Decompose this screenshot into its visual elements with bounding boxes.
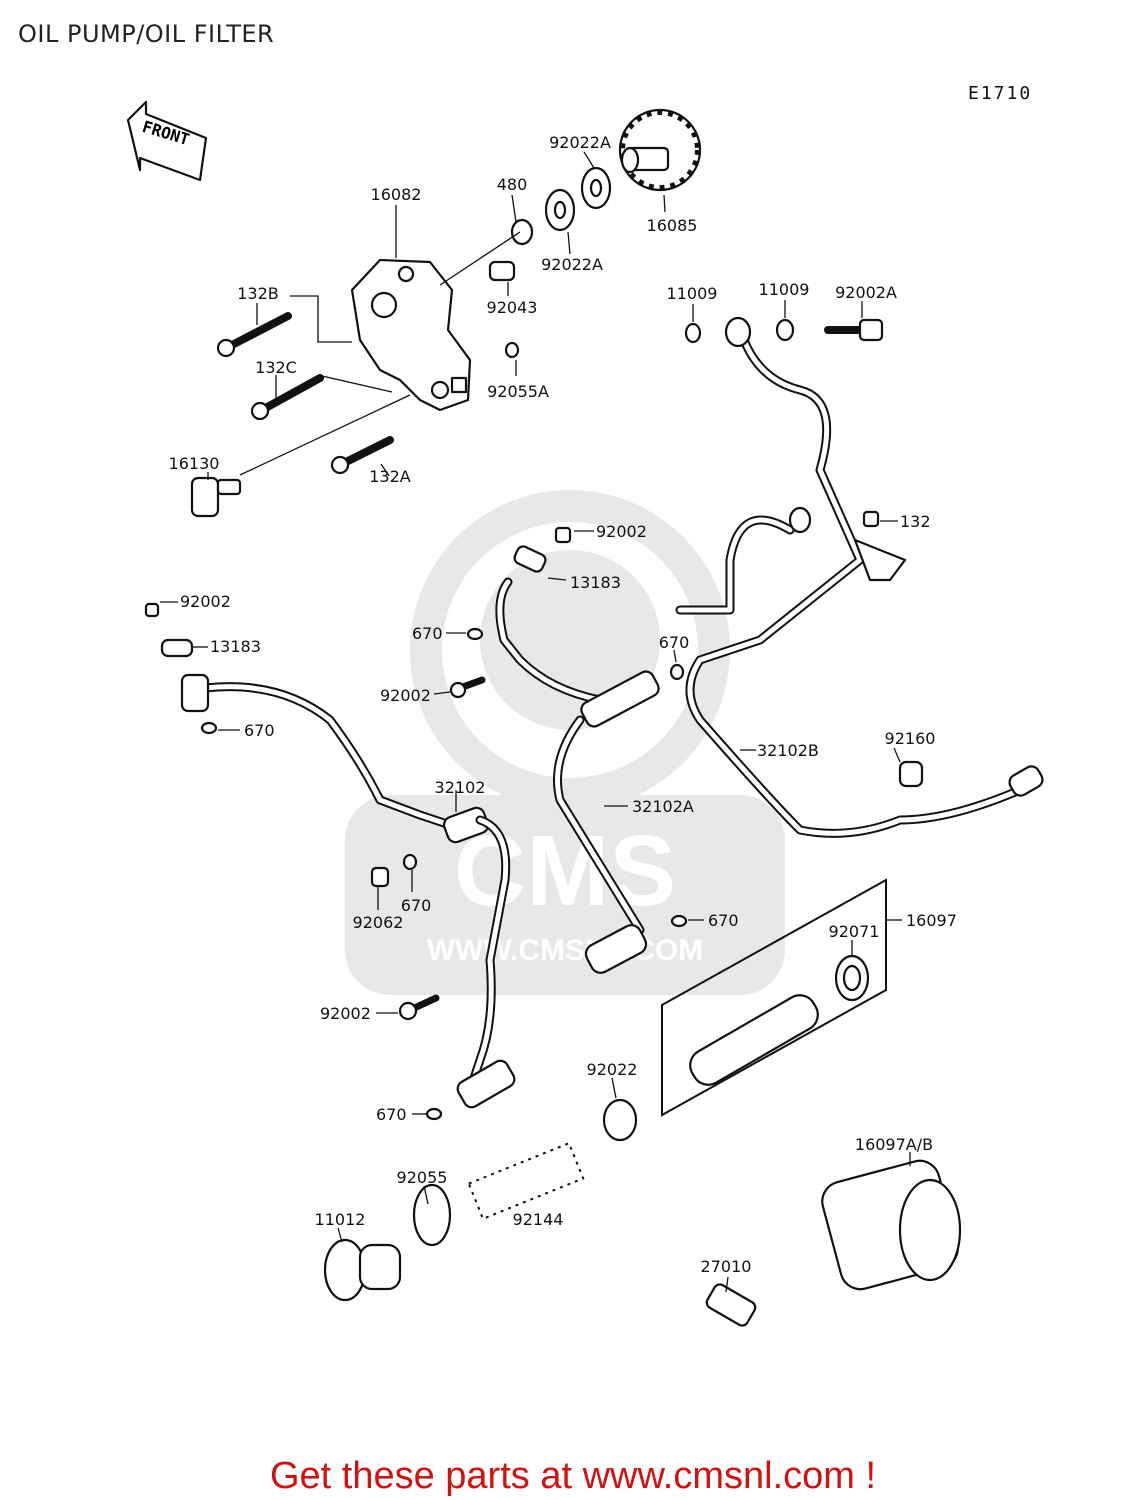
parts-diagram: CMS WWW.CMSNL.COM FRONT — [126, 100, 1044, 1327]
bolt-icon — [216, 312, 292, 358]
callout-label: 92160 — [885, 729, 936, 748]
o-ring-icon — [402, 853, 418, 871]
bolt-icon — [330, 436, 394, 475]
callout-label: 92022 — [587, 1060, 638, 1079]
relief-valve-icon — [190, 476, 242, 518]
callout-label: 92002 — [180, 592, 231, 611]
oil-pump-gear-icon — [618, 108, 702, 192]
callout-label: 13183 — [570, 573, 621, 592]
callout-label: 480 — [497, 175, 528, 194]
callout-label: 92062 — [353, 913, 404, 932]
callout-label: 670 — [244, 721, 275, 740]
banjo-bolt-icon — [824, 318, 884, 342]
washer-icon — [602, 1098, 638, 1142]
callout-label: 11009 — [759, 280, 810, 299]
callout-label: 27010 — [701, 1257, 752, 1276]
bolt-icon — [554, 526, 572, 544]
leader-lines — [160, 151, 911, 1293]
callout-label: 11012 — [315, 1210, 366, 1229]
callout-label: 92002 — [596, 522, 647, 541]
callout-label: 670 — [659, 633, 690, 652]
bolt-icon — [398, 994, 440, 1021]
callout-label: 132B — [237, 284, 279, 303]
footer-link[interactable]: Get these parts at www.cmsnl.com ! — [269, 1455, 877, 1497]
callout-label: 92055A — [487, 382, 549, 401]
assembly-lines — [239, 231, 521, 476]
o-ring-icon — [670, 914, 688, 928]
callout-label: 670 — [376, 1105, 407, 1124]
o-ring-icon — [412, 1183, 452, 1247]
callout-label: 132 — [900, 512, 931, 531]
callout-label: 92055 — [397, 1168, 448, 1187]
watermark-brand: CMS — [454, 815, 676, 927]
washer-icon — [775, 318, 795, 342]
washer-hole — [589, 178, 603, 198]
callout-label: 92043 — [487, 298, 538, 317]
oil-pump-body-icon — [350, 258, 472, 412]
clamp-icon — [160, 638, 194, 658]
callout-label: 92144 — [513, 1210, 564, 1229]
bolt-icon — [862, 510, 880, 528]
diagram-code: E1710 — [968, 83, 1033, 104]
callout-label: 670 — [412, 624, 443, 643]
callout-label: 16097 — [906, 911, 957, 930]
diagram-title: OIL PUMP/OIL FILTER — [18, 20, 275, 48]
snap-ring-icon — [510, 218, 534, 246]
callout-label: 92071 — [829, 922, 880, 941]
watermark-banner — [345, 795, 785, 995]
o-ring-icon — [200, 721, 218, 735]
callout-label: 670 — [708, 911, 739, 930]
o-ring-icon — [504, 341, 520, 359]
callout-label: 16082 — [371, 185, 422, 204]
oil-pipe-32102b — [675, 316, 1044, 838]
callout-label: 92002 — [380, 686, 431, 705]
drain-plug-icon — [323, 1238, 402, 1302]
oil-filter-icon — [821, 1159, 962, 1291]
callout-label: 132C — [255, 358, 297, 377]
oil-pipe-32102 — [180, 673, 516, 1109]
grommet-icon — [898, 760, 924, 788]
callout-label: 92022A — [541, 255, 603, 274]
oil-pressure-switch-icon — [705, 1283, 757, 1327]
callout-label: 16085 — [647, 216, 698, 235]
oil-filter-kit-icon — [661, 878, 887, 1117]
callout-label: 11009 — [667, 284, 718, 303]
oil-pipe-32102a — [495, 545, 660, 974]
washer-hole — [553, 200, 567, 220]
callout-label: 92002 — [320, 1004, 371, 1023]
callout-label: 32102A — [632, 797, 694, 816]
callouts: 92022A 480 16085 16082 92022A 132B 92043… — [169, 133, 957, 1276]
callout-label: 92022A — [549, 133, 611, 152]
o-ring-icon — [425, 1107, 443, 1121]
bolt-icon — [144, 602, 160, 618]
o-ring-icon — [669, 663, 685, 681]
callout-label: 13183 — [210, 637, 261, 656]
callout-label: 92002A — [835, 283, 897, 302]
spring-icon — [467, 1141, 585, 1221]
cap-icon — [370, 866, 390, 888]
callout-label: 32102B — [757, 741, 819, 760]
watermark-url: WWW.CMSNL.COM — [427, 934, 704, 967]
callout-label: 670 — [401, 896, 432, 915]
washer-icon — [684, 322, 702, 344]
callout-label: 16097A/B — [855, 1135, 933, 1154]
bolt-icon — [449, 676, 486, 699]
callout-label: 32102 — [435, 778, 486, 797]
watermark-logo-face — [480, 550, 660, 730]
watermark: CMS WWW.CMSNL.COM — [345, 490, 785, 995]
callout-label: 132A — [369, 467, 411, 486]
pin-icon — [488, 260, 516, 282]
front-arrow-icon: FRONT — [126, 100, 208, 182]
o-ring-icon — [466, 627, 484, 641]
bolt-icon — [250, 374, 324, 421]
callout-label: 16130 — [169, 454, 220, 473]
